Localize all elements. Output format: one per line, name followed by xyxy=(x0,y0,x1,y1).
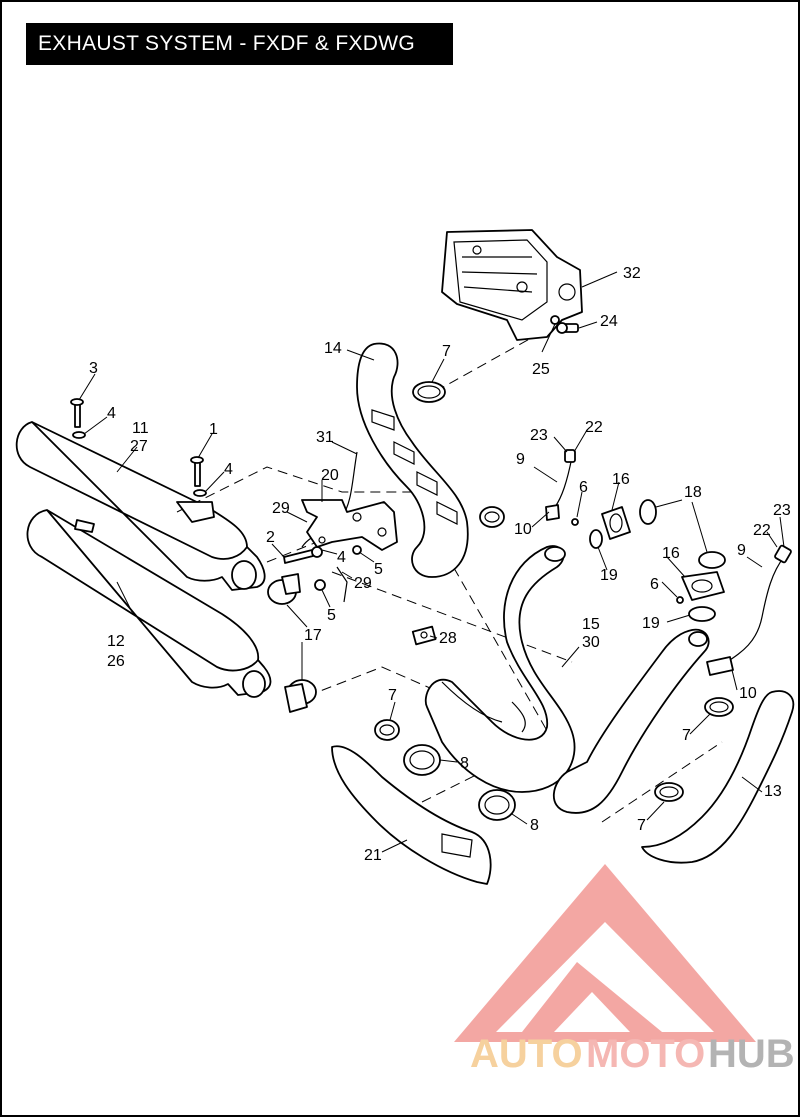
watermark-text-moto: MOTO xyxy=(586,1032,705,1076)
part-8-clamp xyxy=(403,744,441,776)
callout-label: 5 xyxy=(374,561,383,578)
callout-label: 7 xyxy=(682,727,691,744)
part-19-retaining-ring-front xyxy=(688,606,716,622)
callout-label: 7 xyxy=(388,687,397,704)
part-6-nut-front xyxy=(676,596,684,604)
callout-label: 3 xyxy=(89,360,98,377)
callout-label: 7 xyxy=(637,817,646,834)
callout-label: 14 xyxy=(324,340,342,357)
part-12-front-muffler xyxy=(26,509,272,698)
part-14-heat-shield xyxy=(356,342,469,578)
part-13-front-heat-shield xyxy=(641,690,795,864)
part-2-bolt xyxy=(283,546,323,564)
callout-labels: 32 24 25 14 7 3 4 11 27 1 4 31 20 29 23 … xyxy=(89,265,791,864)
callout-label: 21 xyxy=(364,847,382,864)
part-7-clamp-3 xyxy=(374,719,400,741)
watermark-logo: AUTO MOTO HUB xyxy=(454,864,795,1076)
callout-label: 1 xyxy=(209,421,218,438)
callout-label: 19 xyxy=(600,567,618,584)
part-18-gasket xyxy=(639,499,657,525)
callout-label: 24 xyxy=(600,313,618,330)
callout-label: 23 xyxy=(773,502,791,519)
callout-label: 6 xyxy=(579,479,588,496)
part-32-box xyxy=(441,229,583,341)
part-6-nut xyxy=(571,518,579,526)
callout-label: 7 xyxy=(442,343,451,360)
callout-label: 29 xyxy=(354,575,372,592)
part-11-rear-muffler xyxy=(15,421,266,591)
callout-label: 10 xyxy=(514,521,532,538)
callout-label: 23 xyxy=(530,427,548,444)
callout-label: 6 xyxy=(650,576,659,593)
part-16-flange xyxy=(601,506,631,540)
callout-label: 20 xyxy=(321,467,339,484)
callout-label: 9 xyxy=(737,542,746,559)
callout-label: 19 xyxy=(642,615,660,632)
callout-label: 10 xyxy=(739,685,757,702)
part-4-washer xyxy=(72,431,86,439)
part-16-flange-front xyxy=(681,571,725,601)
callout-label: 12 xyxy=(107,633,125,650)
callout-label: 28 xyxy=(439,630,457,647)
part-29-clip xyxy=(336,566,348,603)
part-7-clamp xyxy=(412,381,446,403)
callout-label: 18 xyxy=(684,484,702,501)
callout-label: 5 xyxy=(327,607,336,624)
callout-label: 32 xyxy=(623,265,641,282)
watermark-text-auto: AUTO xyxy=(470,1032,583,1076)
callout-label: 27 xyxy=(130,438,148,455)
callout-label: 26 xyxy=(107,653,125,670)
part-17-clamp xyxy=(267,573,317,713)
part-7-clamp-4 xyxy=(704,697,734,717)
callout-label: 4 xyxy=(337,549,346,566)
part-13-front-header xyxy=(552,628,710,814)
part-8-clamp-2 xyxy=(478,789,516,821)
callout-label: 4 xyxy=(107,405,116,422)
watermark-text-hub: HUB xyxy=(708,1032,795,1076)
callout-label: 16 xyxy=(662,545,680,562)
callout-label: 31 xyxy=(316,429,334,446)
callout-label: 17 xyxy=(304,627,322,644)
callout-label: 4 xyxy=(224,461,233,478)
part-28-bracket xyxy=(411,625,437,646)
part-15-rear-header xyxy=(424,545,576,793)
part-19-retaining-ring xyxy=(589,529,603,549)
callout-label: 22 xyxy=(585,419,603,436)
callout-label: 30 xyxy=(582,634,600,651)
callout-label: 13 xyxy=(764,783,782,800)
part-7-clamp-2 xyxy=(479,506,505,528)
part-5-nut xyxy=(314,579,326,591)
part-25-washer xyxy=(550,315,560,325)
callout-label: 2 xyxy=(266,529,275,546)
part-24-bolt xyxy=(556,322,579,334)
callout-label: 8 xyxy=(530,817,539,834)
part-1-bolt xyxy=(190,456,207,497)
part-9-oxygen-sensor xyxy=(545,449,576,521)
callout-label: 9 xyxy=(516,451,525,468)
callout-label: 11 xyxy=(132,420,149,437)
part-20-bracket xyxy=(301,499,398,551)
callout-label: 8 xyxy=(460,755,469,772)
part-7-clamp-5 xyxy=(654,782,684,802)
part-18-gasket-front xyxy=(698,551,726,569)
callout-label: 16 xyxy=(612,471,630,488)
page-title: EXHAUST SYSTEM - FXDF & FXDWG xyxy=(26,23,453,65)
callout-label: 25 xyxy=(532,361,550,378)
callout-label: 15 xyxy=(582,616,600,633)
callout-label: 22 xyxy=(753,522,771,539)
callout-label: 29 xyxy=(272,500,290,517)
part-9-oxygen-sensor-front xyxy=(706,544,792,676)
leader-lines xyxy=(78,271,785,853)
part-3-bolt xyxy=(70,398,86,439)
part-21-lower-heat-shield xyxy=(331,745,492,885)
